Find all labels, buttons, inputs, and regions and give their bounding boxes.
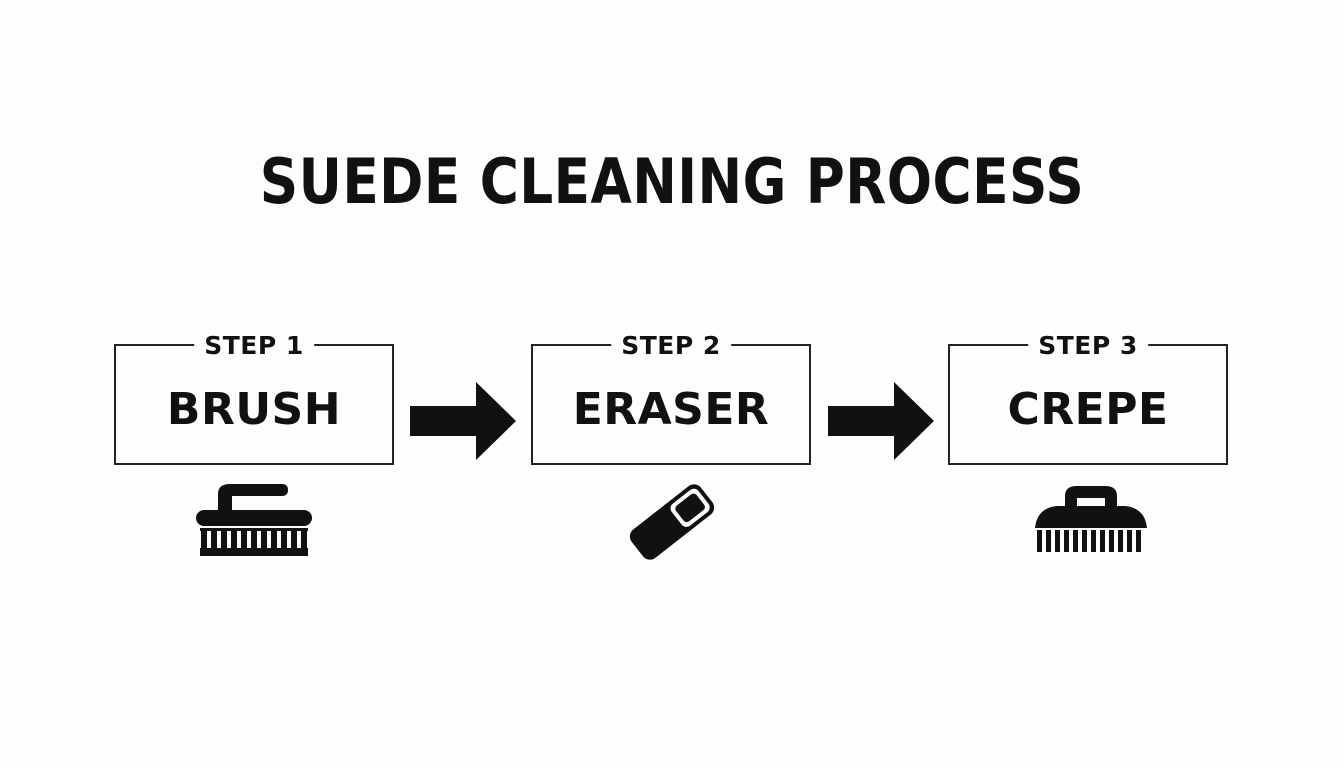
step-3-label: STEP 3 xyxy=(1028,332,1148,360)
crepe-brush-icon xyxy=(1035,486,1147,552)
step-1-label: STEP 1 xyxy=(194,332,314,360)
step-2-label: STEP 2 xyxy=(611,332,731,360)
eraser-icon xyxy=(629,484,715,560)
step-2-name: ERASER xyxy=(572,384,770,435)
diagram-title: SUEDE CLEANING PROCESS xyxy=(259,145,1085,218)
step-1-name: BRUSH xyxy=(166,384,342,435)
arrow-right-icon xyxy=(828,382,934,460)
brush-icon xyxy=(196,484,312,556)
step-2-box: STEP 2 ERASER xyxy=(531,332,811,465)
step-3-box: STEP 3 CREPE xyxy=(948,332,1228,465)
arrow-right-icon xyxy=(410,382,516,460)
step-1-box: STEP 1 BRUSH xyxy=(114,332,394,465)
step-3-name: CREPE xyxy=(1007,384,1169,435)
